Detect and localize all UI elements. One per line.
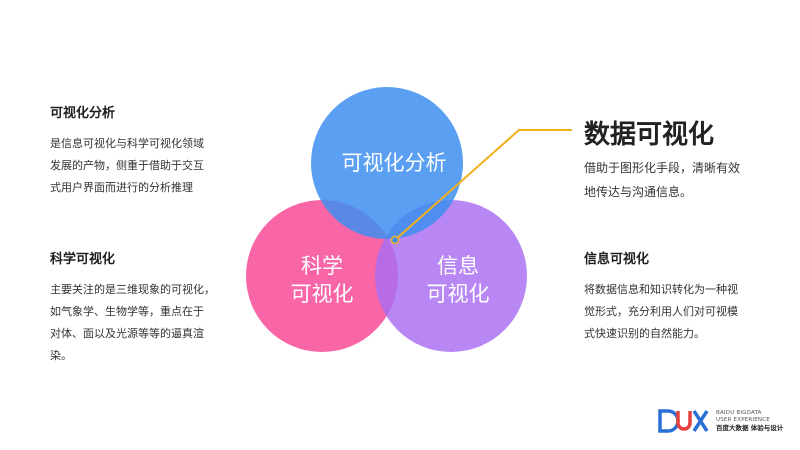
venn-label-scientific-line2: 可视化 (291, 282, 354, 306)
brand-line1: BAIDU BIGDATA (716, 409, 762, 416)
venn-label-analytics: 可视化分析 (342, 151, 447, 175)
venn-label-information-line1: 信息 (437, 254, 479, 278)
section-title: 科学可视化 (50, 252, 116, 267)
venn-circle-scientific (246, 200, 398, 352)
section-title: 信息可视化 (584, 252, 650, 267)
venn-circle-analytics (311, 87, 463, 239)
venn-label-information-line2: 可视化 (427, 282, 490, 306)
brand-line3: 百度大数据 体验与设计 (716, 423, 784, 432)
section-body: 主要关注的是三维现象的可视化， 如气象学、生物学等，重点在于 对体、面以及光源等… (50, 283, 215, 362)
venn-circle-information (375, 200, 527, 352)
connector-line (394, 129, 572, 241)
section-body: 是信息可视化与科学可视化领域 发展的产物，侧重于借助于交互 式用户界面而进行的分… (50, 137, 204, 194)
venn-label-scientific-line1: 科学 (301, 254, 343, 278)
section-title: 可视化分析 (50, 106, 116, 121)
brand: BAIDU BIGDATA USER EXPERIENCE 百度大数据 体验与设… (658, 408, 783, 434)
section-body: 将数据信息和知识转化为一种视 觉形式，充分利用人们对可视模 式快速识别的自然能力… (584, 283, 738, 340)
section-scientific-visualization: 科学可视化 主要关注的是三维现象的可视化， 如气象学、生物学等，重点在于 对体、… (50, 248, 215, 367)
connector-dot (390, 235, 400, 245)
main-description: 借助于图形化手段，清晰有效 地传达与沟通信息。 (584, 161, 741, 199)
brand-line2: USER EXPERIENCE (716, 416, 770, 423)
brand-text: BAIDU BIGDATA USER EXPERIENCE 百度大数据 体验与设… (716, 410, 783, 433)
dux-logo-icon (658, 409, 709, 433)
main-title: 数据可视化 (584, 120, 715, 150)
section-visual-analytics: 可视化分析 是信息可视化与科学可视化领域 发展的产物，侧重于借助于交互 式用户界… (50, 102, 204, 199)
section-information-visualization: 信息可视化 将数据信息和知识转化为一种视 觉形式，充分利用人们对可视模 式快速识… (584, 248, 738, 345)
